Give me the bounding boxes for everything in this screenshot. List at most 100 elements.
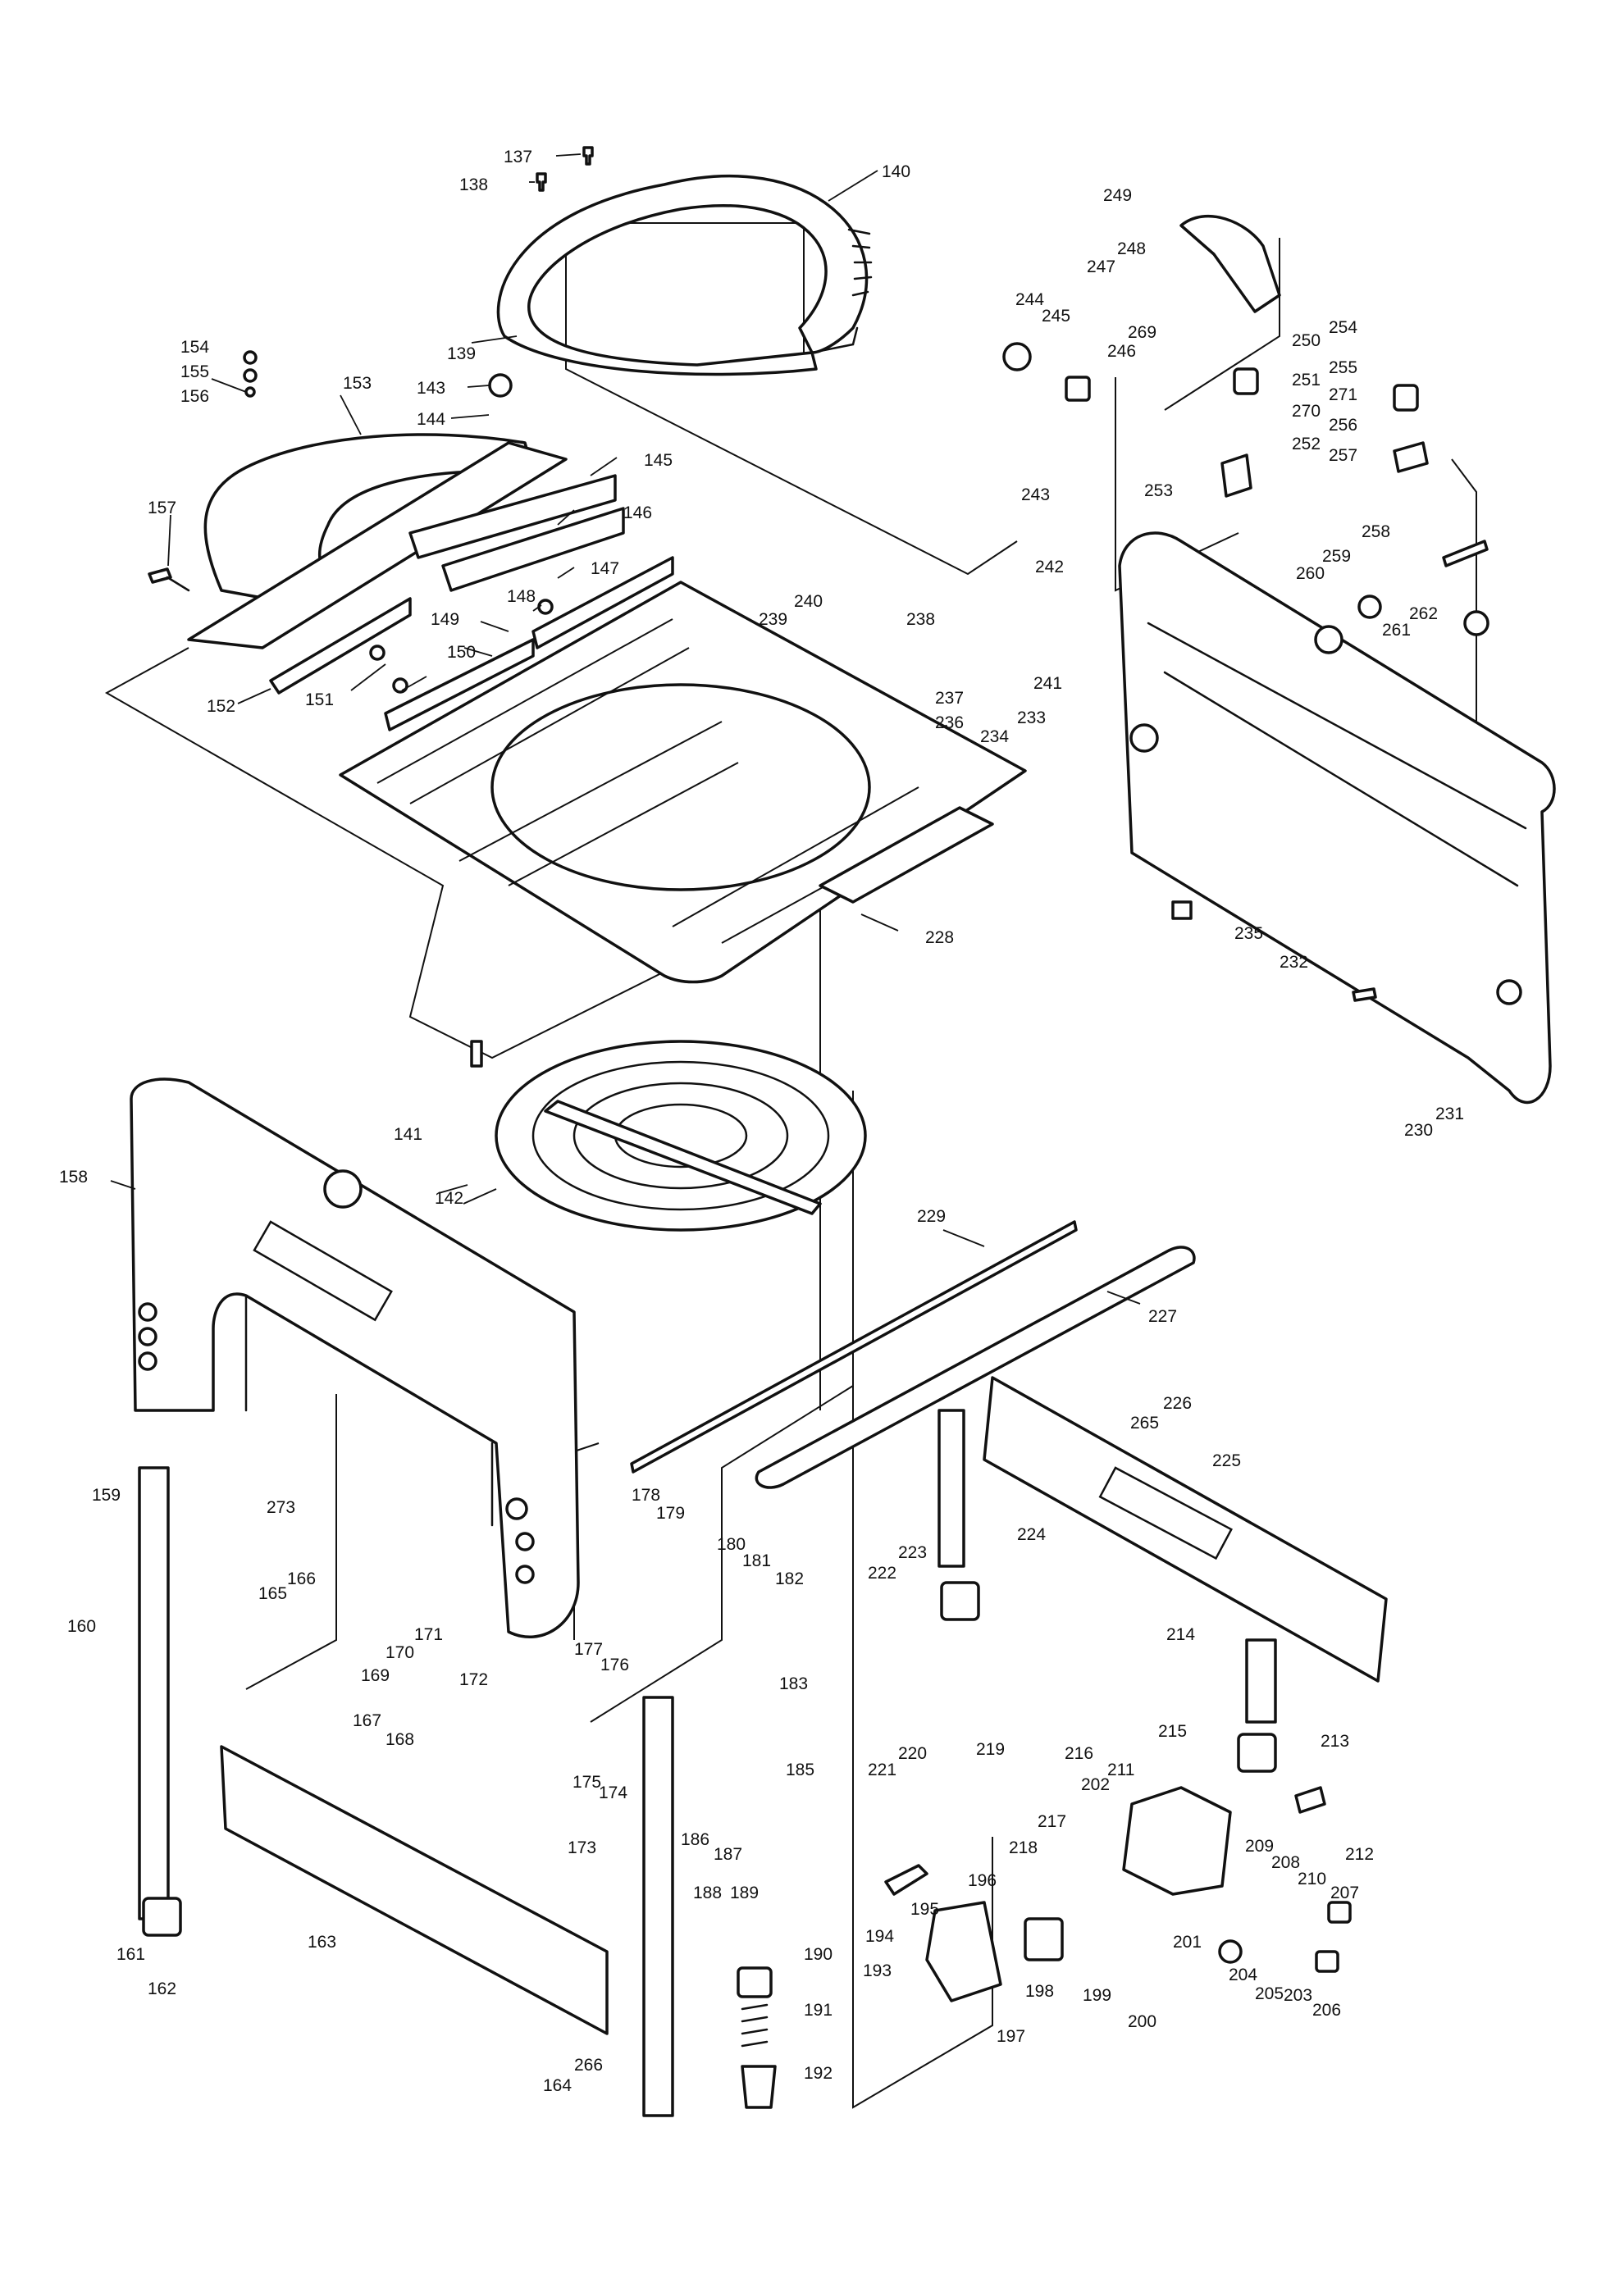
switch-assembly (884, 1786, 1352, 2002)
callout-152: 152 (207, 697, 235, 716)
callout-137: 137 (504, 148, 532, 166)
callout-239: 239 (759, 610, 787, 629)
callout-173: 173 (568, 1838, 596, 1857)
callout-138: 138 (459, 175, 488, 194)
callout-207: 207 (1330, 1884, 1359, 1902)
callout-159: 159 (92, 1486, 121, 1505)
callout-246: 246 (1107, 342, 1136, 361)
rods (630, 1220, 1196, 1489)
callout-256: 256 (1329, 416, 1357, 435)
callout-199: 199 (1083, 1986, 1111, 2005)
callout-218: 218 (1009, 1838, 1038, 1857)
callout-248: 248 (1117, 239, 1146, 258)
callout-185: 185 (786, 1761, 814, 1779)
callout-200: 200 (1128, 2012, 1156, 2031)
turntable (470, 1040, 867, 1232)
callout-273: 273 (267, 1498, 295, 1517)
callout-228: 228 (925, 928, 954, 947)
callout-150: 150 (447, 643, 476, 662)
callout-224: 224 (1017, 1525, 1046, 1544)
callout-252: 252 (1292, 435, 1321, 453)
callout-257: 257 (1329, 446, 1357, 465)
callout-164: 164 (543, 2076, 572, 2095)
callout-230: 230 (1404, 1121, 1433, 1140)
callout-262: 262 (1409, 604, 1438, 623)
callout-193: 193 (863, 1961, 892, 1980)
callout-271: 271 (1329, 385, 1357, 404)
callout-226: 226 (1163, 1394, 1192, 1413)
callout-205: 205 (1255, 1984, 1284, 2003)
callout-175: 175 (573, 1773, 601, 1792)
callout-213: 213 (1321, 1732, 1349, 1751)
callout-247: 247 (1087, 257, 1115, 276)
right-frame (1118, 531, 1556, 1105)
legs (138, 1409, 1277, 2117)
callout-143: 143 (417, 379, 445, 398)
callout-243: 243 (1021, 485, 1050, 504)
callout-229: 229 (917, 1207, 946, 1226)
callout-251: 251 (1292, 371, 1321, 390)
callout-203: 203 (1284, 1986, 1312, 2005)
callout-198: 198 (1025, 1982, 1054, 2001)
callout-157: 157 (148, 499, 176, 517)
callout-171: 171 (414, 1625, 443, 1644)
callout-233: 233 (1017, 708, 1046, 727)
callout-242: 242 (1035, 558, 1064, 576)
callout-148: 148 (507, 587, 536, 606)
callout-147: 147 (591, 559, 619, 578)
callout-168: 168 (385, 1730, 414, 1749)
callout-223: 223 (898, 1543, 927, 1562)
callout-234: 234 (980, 727, 1009, 746)
callout-139: 139 (447, 344, 476, 363)
callout-258: 258 (1362, 522, 1390, 541)
callout-216: 216 (1065, 1744, 1093, 1763)
callout-227: 227 (1148, 1307, 1177, 1326)
callout-186: 186 (681, 1830, 709, 1849)
callout-217: 217 (1038, 1812, 1066, 1831)
callout-270: 270 (1292, 402, 1321, 421)
callout-191: 191 (804, 2001, 833, 2020)
callout-231: 231 (1435, 1105, 1464, 1123)
callout-142: 142 (435, 1189, 463, 1208)
table-top (339, 581, 1027, 984)
callout-158: 158 (59, 1168, 88, 1187)
callout-154: 154 (180, 338, 209, 357)
callout-146: 146 (623, 503, 652, 522)
callout-163: 163 (308, 1933, 336, 1952)
callout-166: 166 (287, 1569, 316, 1588)
callout-215: 215 (1158, 1722, 1187, 1741)
callout-190: 190 (804, 1945, 833, 1964)
callout-245: 245 (1042, 307, 1070, 326)
callout-178: 178 (632, 1486, 660, 1505)
callout-167: 167 (353, 1711, 381, 1730)
callout-202: 202 (1081, 1775, 1110, 1794)
callout-208: 208 (1271, 1853, 1300, 1872)
callout-254: 254 (1329, 318, 1357, 337)
callout-253: 253 (1144, 481, 1173, 500)
callout-labels: 137 138 139 140 141 142 143 144 145 146 … (59, 148, 1464, 2095)
callout-238: 238 (906, 610, 935, 629)
callout-170: 170 (385, 1643, 414, 1662)
callout-196: 196 (968, 1871, 997, 1890)
callout-149: 149 (431, 610, 459, 629)
callout-222: 222 (868, 1564, 896, 1583)
callout-232: 232 (1280, 953, 1308, 972)
callout-244: 244 (1015, 290, 1044, 309)
callout-261: 261 (1382, 621, 1411, 640)
callout-249: 249 (1103, 186, 1132, 205)
callout-220: 220 (898, 1744, 927, 1763)
callout-204: 204 (1229, 1966, 1257, 1984)
callout-180: 180 (717, 1535, 746, 1554)
callout-151: 151 (305, 690, 334, 709)
callout-211: 211 (1107, 1761, 1134, 1779)
callout-187: 187 (714, 1845, 742, 1864)
callout-160: 160 (67, 1617, 96, 1636)
leader-lines (110, 153, 1141, 1305)
callout-183: 183 (779, 1674, 808, 1693)
callout-237: 237 (935, 689, 964, 708)
callout-241: 241 (1033, 674, 1062, 693)
callout-201: 201 (1173, 1933, 1202, 1952)
callout-265: 265 (1130, 1414, 1159, 1433)
callout-225: 225 (1212, 1451, 1241, 1470)
